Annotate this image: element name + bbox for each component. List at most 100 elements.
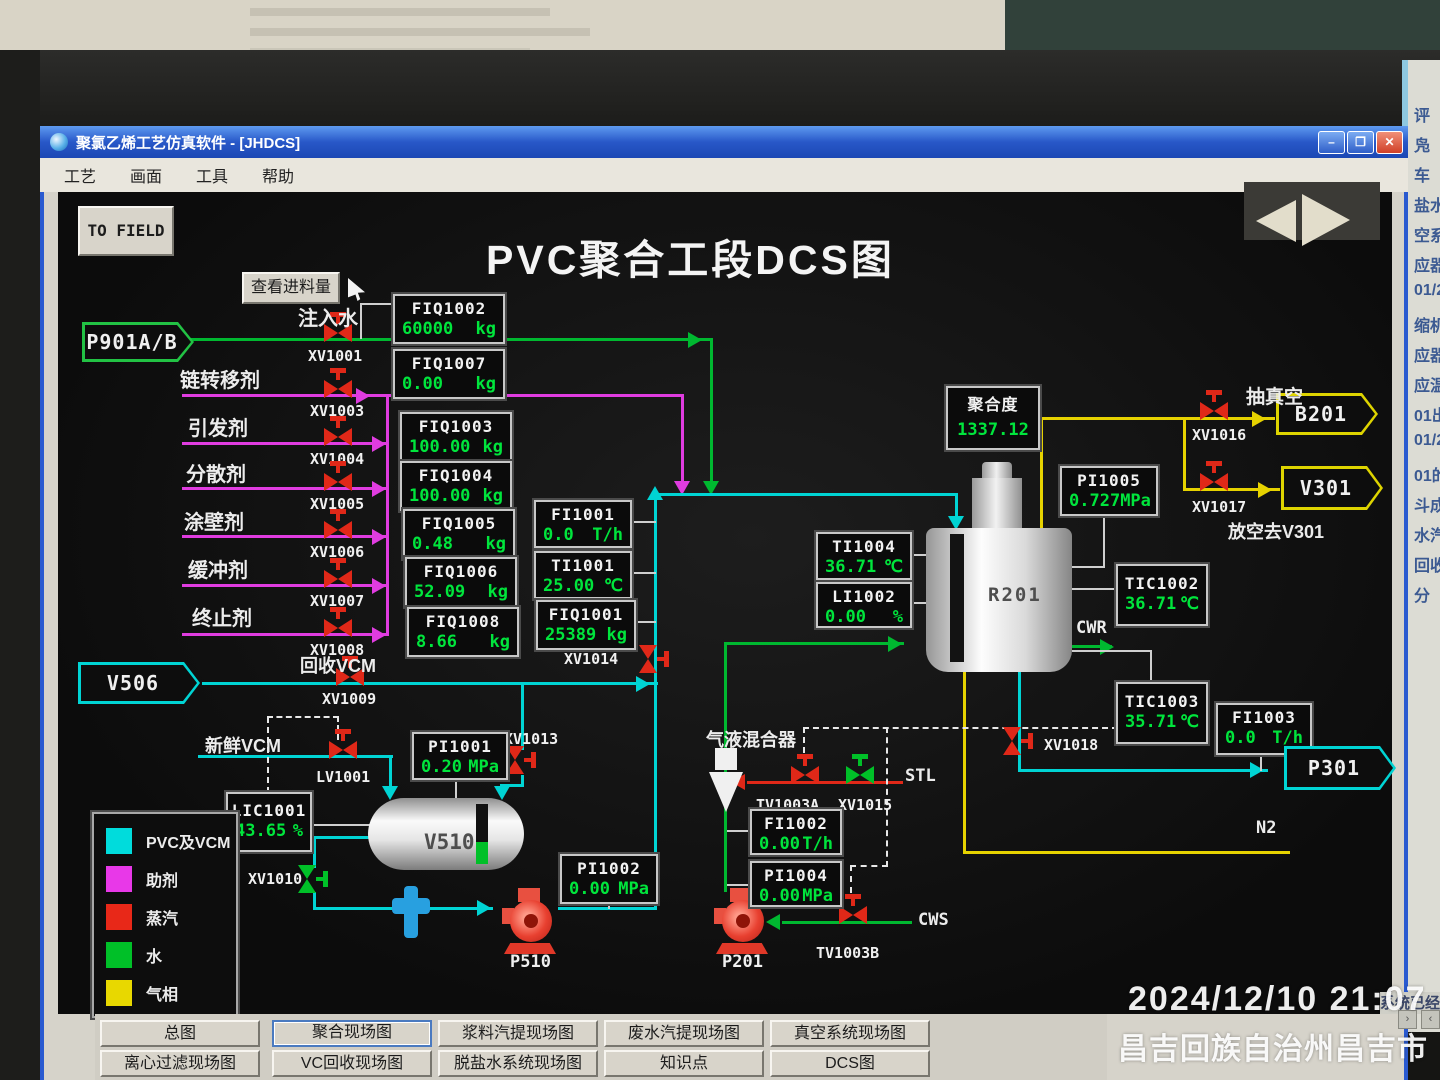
signal-dashed	[267, 716, 339, 718]
nav-prev-icon[interactable]	[1256, 200, 1296, 242]
tab-vc-recovery[interactable]: VC回收现场图	[272, 1050, 432, 1077]
instrument-li1002[interactable]: LI1002 0.00%	[816, 582, 912, 628]
instrument-id: PI1005	[1077, 471, 1141, 490]
vessel-v510[interactable]	[368, 798, 524, 870]
tab-slurry-stripping[interactable]: 浆料汽提现场图	[438, 1020, 598, 1047]
tag-v506[interactable]: V506	[78, 662, 200, 704]
stream-label-fresh-vcm: 新鲜VCM	[205, 736, 281, 756]
pump-p201[interactable]	[714, 888, 770, 954]
scroll-right-icon[interactable]: ›	[1398, 1010, 1417, 1029]
instrument-poly-degree[interactable]: 聚合度 1337.12	[946, 386, 1040, 450]
instrument-tic1002[interactable]: TIC1002 36.71℃	[1116, 564, 1208, 626]
instrument-lead	[632, 521, 656, 523]
valve-xv1018[interactable]	[1003, 727, 1033, 755]
page-title: PVC聚合工段DCS图	[486, 237, 895, 283]
tab-knowledge[interactable]: 知识点	[604, 1050, 764, 1077]
maximize-button[interactable]: ❐	[1347, 131, 1374, 154]
pipe-injection-water-drop	[710, 338, 713, 481]
signal-dashed	[886, 727, 888, 867]
instrument-id: FI1002	[764, 814, 828, 833]
minimize-button[interactable]: –	[1318, 131, 1345, 154]
tab-dcs[interactable]: DCS图	[770, 1050, 930, 1077]
tab-centrifuge-filter[interactable]: 离心过滤现场图	[100, 1050, 260, 1077]
instrument-lic1001[interactable]: LIC1001 43.65%	[226, 792, 312, 852]
valve-xv1013[interactable]	[506, 746, 536, 774]
scroll-left-icon[interactable]: ‹	[1421, 1010, 1440, 1029]
valve-xv1004[interactable]	[324, 416, 352, 446]
valve-xv1014[interactable]	[639, 645, 669, 673]
valve-xv1001[interactable]	[324, 312, 352, 342]
flow-arrow	[766, 914, 780, 930]
valve-lv1001[interactable]	[329, 729, 357, 759]
valve-tv1003a[interactable]	[791, 754, 819, 784]
pipe-n2	[963, 851, 1290, 854]
gas-liquid-mixer	[715, 748, 737, 770]
pipe-vent	[1183, 488, 1280, 491]
flow-arrow	[636, 676, 650, 692]
close-button[interactable]: ✕	[1376, 131, 1403, 154]
signal-dashed	[803, 727, 1118, 729]
instrument-lead	[727, 830, 751, 832]
instrument-ti1001[interactable]: TI1001 25.00℃	[534, 551, 632, 599]
pipe-header-drop	[955, 493, 958, 519]
tag-b201[interactable]: B201	[1276, 393, 1378, 435]
tag-p901ab[interactable]: P901A/B	[82, 322, 194, 362]
tab-overview[interactable]: 总图	[100, 1020, 260, 1047]
pipe-fresh-vcm	[198, 755, 393, 758]
tag-v301[interactable]: V301	[1281, 466, 1383, 510]
window-border-left	[40, 126, 44, 1080]
tab-polymerization[interactable]: 聚合现场图	[272, 1020, 432, 1047]
menu-item-process[interactable]: 工艺	[64, 169, 97, 186]
valve-label: XV1005	[310, 495, 365, 513]
v510-label: V510	[424, 830, 475, 854]
stream-label-n2: N2	[1256, 818, 1277, 838]
menu-item-tools[interactable]: 工具	[196, 169, 229, 186]
valve-xv1009[interactable]	[336, 656, 364, 686]
nav-next-icon[interactable]	[1302, 194, 1350, 246]
menu-item-help[interactable]: 帮助	[262, 169, 295, 186]
instrument-ti1004[interactable]: TI1004 36.71℃	[816, 532, 912, 580]
bg-text-line: 应器	[1414, 348, 1440, 365]
instrument-tic1003[interactable]: TIC1003 35.71℃	[1116, 682, 1208, 744]
valve-tv1003b[interactable]	[839, 894, 867, 924]
valve-xv1006[interactable]	[324, 509, 352, 539]
instrument-id: PI1004	[764, 866, 828, 885]
tab-demin-water[interactable]: 脱盐水系统现场图	[438, 1050, 598, 1077]
pump-p510[interactable]	[502, 888, 558, 954]
legend: PVC及VCM 助剂 蒸汽 水 气相	[92, 812, 238, 1018]
r201-slot	[950, 534, 964, 662]
pipe-cwr	[1072, 645, 1112, 648]
valve-xv1017[interactable]	[1200, 461, 1228, 491]
instrument-id: FI1001	[551, 505, 615, 524]
valve-xv1003[interactable]	[324, 368, 352, 398]
valve-xv1015[interactable]	[846, 754, 874, 784]
tab-wastewater-stripping[interactable]: 废水汽提现场图	[604, 1020, 764, 1047]
menu-item-screens[interactable]: 画面	[130, 169, 163, 186]
tag-p301[interactable]: P301	[1284, 746, 1396, 790]
valve-xv1010[interactable]	[298, 865, 328, 893]
flow-arrow	[372, 436, 386, 452]
valve-xv1005[interactable]	[324, 461, 352, 491]
valve-xv1008[interactable]	[324, 607, 352, 637]
valve-xv1007[interactable]	[324, 558, 352, 588]
view-feed-button[interactable]: 查看进料量	[242, 272, 340, 304]
to-field-button[interactable]: TO FIELD	[78, 206, 174, 256]
title-bar[interactable]: 聚氯乙烯工艺仿真软件 - [JHDCS] – ❐ ✕	[40, 126, 1408, 158]
tab-vacuum-system[interactable]: 真空系统现场图	[770, 1020, 930, 1047]
valve-xv1016[interactable]	[1200, 390, 1228, 420]
